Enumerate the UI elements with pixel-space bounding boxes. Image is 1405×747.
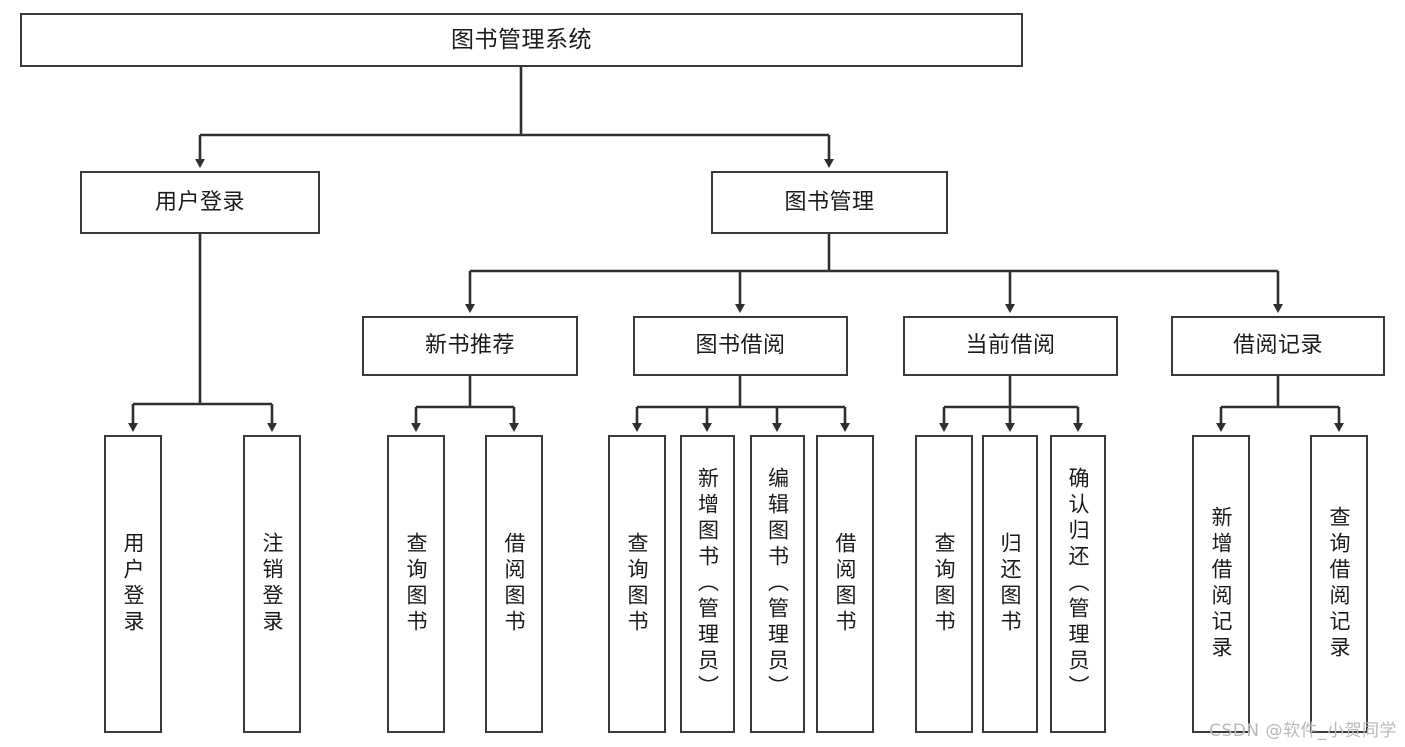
leaf-query-books-current[interactable]: 查询图书 <box>915 435 973 733</box>
node-label: 查询图书 <box>404 532 429 636</box>
node-label: 当前借阅 <box>965 333 1056 359</box>
node-book-borrow[interactable]: 图书借阅 <box>633 316 848 376</box>
node-label: 借阅记录 <box>1232 333 1323 359</box>
node-label: 图书借阅 <box>695 333 786 359</box>
node-label: 借阅图书 <box>502 532 527 636</box>
node-label: 用户登录 <box>121 532 146 636</box>
node-label: 编辑图书（管理员） <box>765 467 790 701</box>
leaf-borrow-books-new[interactable]: 借阅图书 <box>485 435 543 733</box>
node-label: 确认归还（管理员） <box>1066 467 1091 701</box>
leaf-add-book-admin[interactable]: 新增图书（管理员） <box>680 435 735 733</box>
leaf-return-books[interactable]: 归还图书 <box>982 435 1038 733</box>
node-label: 查询借阅记录 <box>1327 506 1352 662</box>
node-label: 归还图书 <box>998 532 1023 636</box>
node-label: 查询图书 <box>932 532 957 636</box>
leaf-add-borrow-record[interactable]: 新增借阅记录 <box>1192 435 1250 733</box>
node-label: 注销登录 <box>260 532 285 636</box>
leaf-query-books-new[interactable]: 查询图书 <box>387 435 445 733</box>
node-current-borrow[interactable]: 当前借阅 <box>903 316 1118 376</box>
leaf-user-login[interactable]: 用户登录 <box>104 435 162 733</box>
node-borrow-records[interactable]: 借阅记录 <box>1171 316 1385 376</box>
node-root[interactable]: 图书管理系统 <box>20 13 1023 67</box>
node-user-login[interactable]: 用户登录 <box>80 171 320 234</box>
node-label: 新书推荐 <box>424 333 515 359</box>
leaf-confirm-return-admin[interactable]: 确认归还（管理员） <box>1050 435 1106 733</box>
node-label: 查询图书 <box>625 532 650 636</box>
node-label: 借阅图书 <box>833 532 858 636</box>
leaf-borrow-books[interactable]: 借阅图书 <box>816 435 874 733</box>
watermark: CSDN @软件_小贺同学 <box>1209 721 1397 741</box>
leaf-query-borrow-record[interactable]: 查询借阅记录 <box>1310 435 1368 733</box>
node-label: 图书管理系统 <box>451 26 592 53</box>
node-label: 新增借阅记录 <box>1209 506 1234 662</box>
node-new-book-recommendation[interactable]: 新书推荐 <box>362 316 578 376</box>
node-book-management[interactable]: 图书管理 <box>711 171 948 234</box>
node-label: 新增图书（管理员） <box>695 467 720 701</box>
leaf-query-books-borrow[interactable]: 查询图书 <box>608 435 666 733</box>
node-label: 用户登录 <box>154 189 245 215</box>
node-label: 图书管理 <box>784 189 875 215</box>
leaf-logout[interactable]: 注销登录 <box>243 435 301 733</box>
leaf-edit-book-admin[interactable]: 编辑图书（管理员） <box>750 435 805 733</box>
